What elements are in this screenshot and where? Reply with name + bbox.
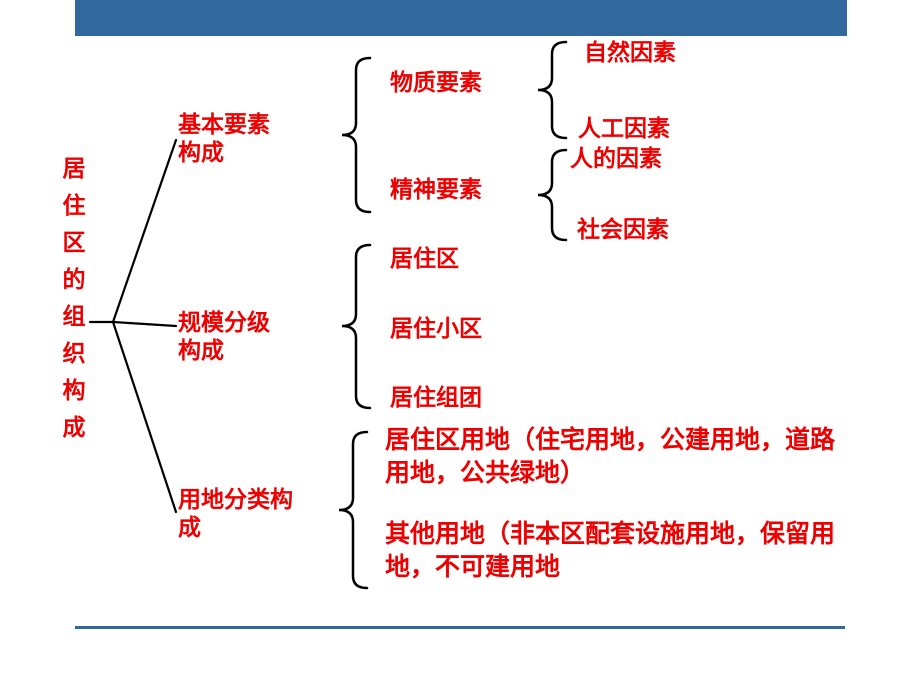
node-natural-factors: 自然因素 bbox=[584, 40, 676, 66]
root-branch-connector bbox=[88, 138, 178, 514]
node-artificial-factors: 人工因素 bbox=[578, 116, 670, 142]
brace-basic-elements bbox=[341, 56, 372, 214]
node-residential-district: 居住区 bbox=[390, 246, 459, 272]
brace-land-use bbox=[338, 430, 369, 590]
node-social-factors: 社会因素 bbox=[577, 217, 669, 243]
node-spiritual-elements: 精神要素 bbox=[390, 177, 482, 203]
brace-material-elements bbox=[537, 40, 568, 140]
branch-scale-grading-label: 规模分级构成 bbox=[178, 310, 270, 364]
diagram-root-label: 居住区的组织构成 bbox=[58, 156, 84, 452]
branch-basic-elements-label: 基本要素构成 bbox=[178, 112, 270, 166]
node-residential-subdistrict: 居住小区 bbox=[390, 316, 482, 342]
node-human-factors: 人的因素 bbox=[570, 146, 662, 172]
node-residential-cluster: 居住组团 bbox=[390, 385, 482, 411]
brace-spiritual-elements bbox=[537, 148, 568, 242]
node-residential-land-use: 居住区用地（住宅用地，公建用地，道路用地，公共绿地） bbox=[385, 425, 836, 487]
brace-scale-grading bbox=[341, 243, 372, 410]
node-other-land-use: 其他用地（非本区配套设施用地，保留用地，不可建用地 bbox=[385, 519, 836, 581]
node-material-elements: 物质要素 bbox=[390, 70, 482, 96]
footer-rule bbox=[75, 626, 845, 629]
branch-land-use-label: 用地分类构成 bbox=[178, 487, 293, 541]
header-bar bbox=[75, 0, 847, 36]
